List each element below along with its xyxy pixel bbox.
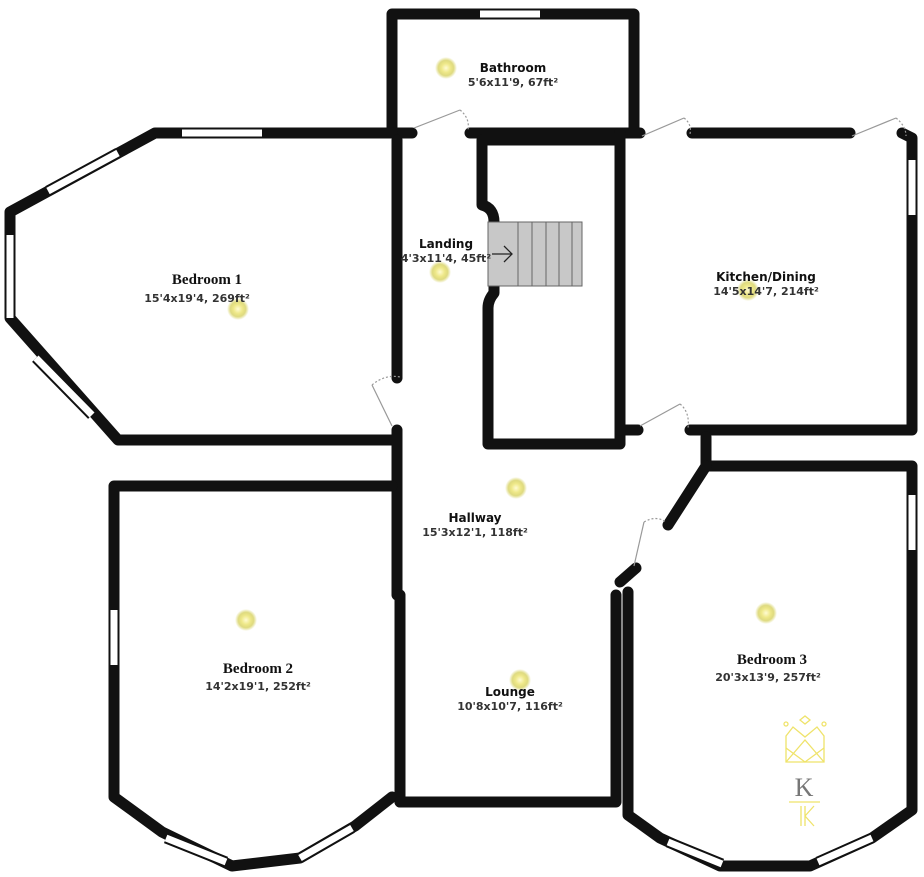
light-hallway — [505, 477, 527, 499]
window-bedroom2-bay-left — [163, 832, 229, 868]
watermark-logo: K — [783, 715, 827, 827]
light-bedroom2 — [235, 609, 257, 631]
light-bedroom3 — [755, 602, 777, 624]
bathroom-dimensions: 5'6x11'9, 67ft² — [468, 76, 558, 89]
stairs — [487, 221, 583, 287]
window-bedroom3-bay-right — [815, 832, 875, 868]
bedroom2-name: Bedroom 2 — [223, 661, 293, 677]
lounge-dimensions: 10'8x10'7, 116ft² — [457, 700, 563, 713]
logo-letter: K — [795, 773, 814, 802]
logo-underline-mark — [789, 801, 820, 827]
lounge-name: Lounge — [485, 685, 535, 699]
lounge-walls — [394, 589, 622, 808]
light-lounge — [509, 669, 531, 691]
walls — [4, 8, 918, 872]
door-kitchen-top-right — [851, 117, 907, 137]
kitchen-dimensions: 14'5x14'7, 214ft² — [713, 285, 819, 298]
hallway-name: Hallway — [448, 511, 501, 525]
crown-icon — [783, 715, 827, 763]
door-bedroom1 — [371, 375, 401, 427]
door-kitchen-bottom — [639, 403, 689, 429]
door-kitchen-top — [641, 117, 691, 137]
kitchen-name: Kitchen/Dining — [716, 270, 816, 284]
landing-name: Landing — [419, 237, 473, 251]
bedroom3-dimensions: 20'3x13'9, 257ft² — [715, 671, 821, 684]
door-bedroom3 — [633, 517, 667, 567]
bedroom1-name: Bedroom 1 — [172, 272, 242, 288]
kitchen-right-walls — [684, 127, 918, 436]
window-bedroom2-bay-right — [297, 823, 355, 863]
window-bedroom1-lower-bay — [32, 354, 96, 419]
light-bathroom — [435, 57, 457, 79]
bedroom2-dimensions: 14'2x19'1, 252ft² — [205, 680, 311, 693]
ceiling-lights — [227, 57, 777, 691]
landing-dimensions: 4'3x11'4, 45ft² — [401, 252, 491, 265]
bathroom-name: Bathroom — [480, 61, 546, 75]
windows — [4, 8, 918, 870]
hallway-right-jamb — [614, 562, 642, 588]
doors — [371, 109, 907, 567]
door-bathroom — [413, 109, 469, 131]
hallway-dimensions: 15'3x12'1, 118ft² — [422, 526, 528, 539]
stair-core-walls — [476, 134, 626, 450]
bedroom3-name: Bedroom 3 — [737, 652, 807, 668]
room-labels: Bathroom 5'6x11'9, 67ft² Landing 4'3x11'… — [144, 61, 821, 713]
stairs-direction-arrow — [492, 245, 513, 263]
window-bedroom3-bay-left — [665, 836, 725, 870]
light-bedroom1 — [227, 298, 249, 320]
bedroom1-dimensions: 15'4x19'4, 269ft² — [144, 292, 250, 305]
window-bedroom1-upper-bay — [45, 148, 121, 196]
light-kitchen — [737, 279, 759, 301]
light-landing — [429, 261, 451, 283]
bedroom3-door-jamb — [662, 460, 712, 531]
